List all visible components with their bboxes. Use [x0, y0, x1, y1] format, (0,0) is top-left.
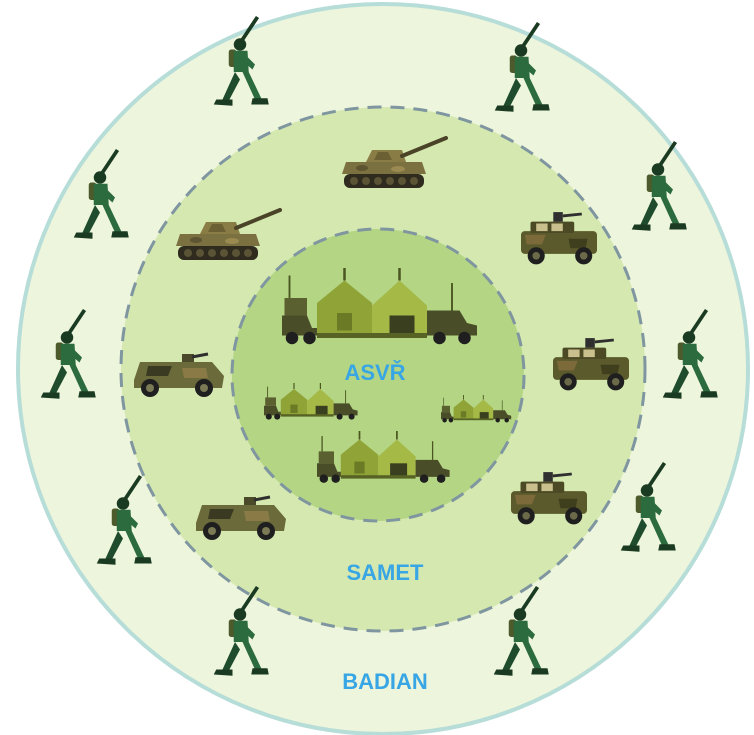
middle-zone-label: SAMET [347, 560, 425, 585]
inner-zone-label: ASVŘ [344, 360, 405, 385]
outer-zone-label: BADIAN [342, 669, 428, 694]
